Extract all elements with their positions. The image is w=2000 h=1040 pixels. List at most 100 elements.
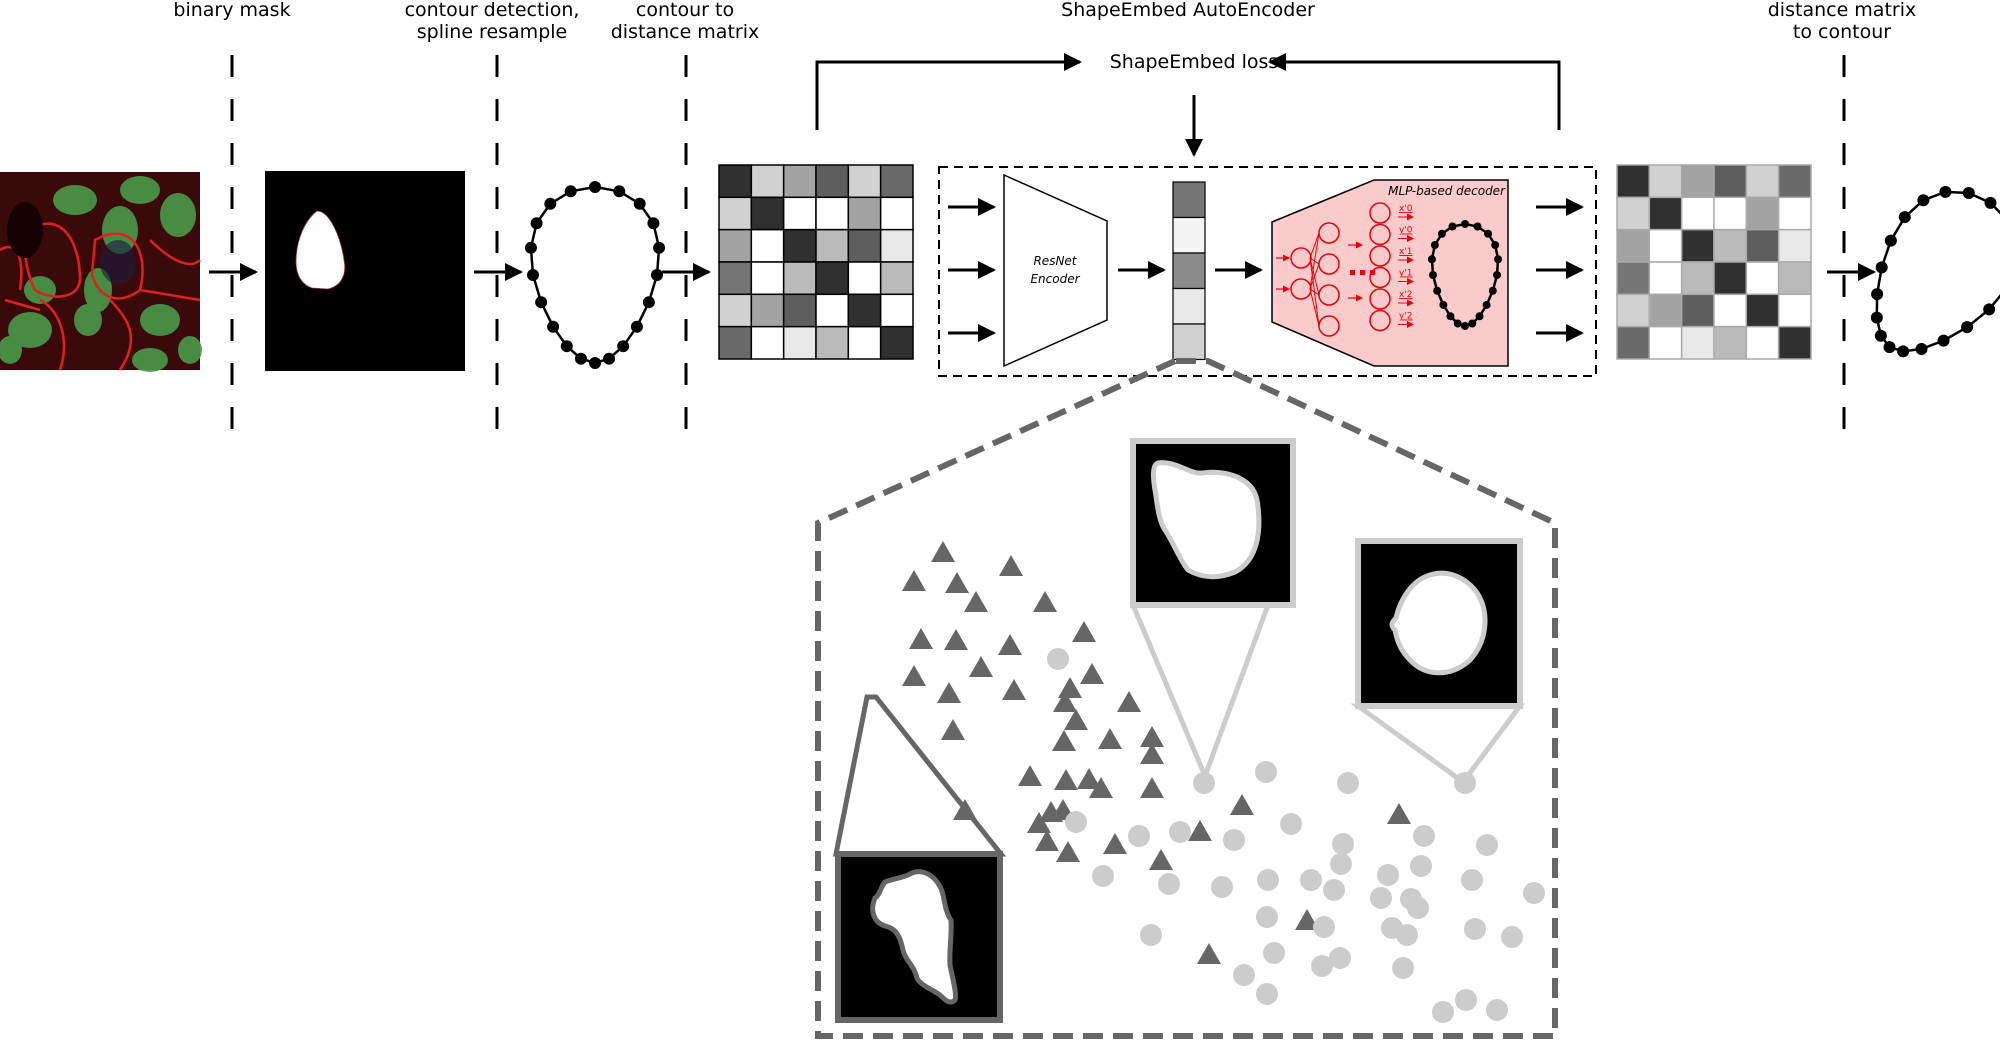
- triangle-marker: [1140, 726, 1164, 747]
- ellipsis-dot: [1350, 270, 1355, 275]
- matrix-cell: [718, 164, 753, 199]
- triangle-marker: [969, 656, 993, 677]
- circle-marker: [1233, 964, 1255, 986]
- neuron: [1290, 247, 1312, 269]
- matrix-cell: [1616, 196, 1651, 231]
- circle-marker: [1407, 897, 1429, 919]
- contour-point: [1427, 255, 1436, 264]
- triangle-marker: [1027, 812, 1051, 833]
- matrix-cell: [1745, 228, 1780, 263]
- matrix-cell: [1680, 228, 1715, 263]
- label-contour-to-matrix-1: contour to: [636, 0, 734, 21]
- mlp-network: x'0y'0x'1y'1x'2y'2: [1276, 202, 1414, 337]
- matrix-cell: [847, 261, 882, 296]
- contour-point: [1437, 229, 1446, 238]
- matrix-cell: [718, 293, 753, 328]
- matrix-cell: [879, 293, 914, 328]
- matrix-cell: [750, 293, 785, 328]
- matrix-cell: [1713, 261, 1748, 296]
- matrix-cell: [1616, 261, 1651, 296]
- matrix-cell: [750, 164, 785, 199]
- matrix-cell: [1616, 325, 1651, 360]
- matrix-cell: [1777, 164, 1812, 199]
- triangle-marker: [945, 572, 969, 593]
- contour-point: [1961, 321, 1974, 334]
- matrix-cell: [718, 196, 753, 231]
- matrix-cell: [1648, 196, 1683, 231]
- circle-marker: [1464, 918, 1486, 940]
- ellipsis-dot: [1360, 270, 1365, 275]
- circle-marker: [1169, 821, 1191, 843]
- matrix-cell: [1616, 164, 1651, 199]
- matrix-cell: [718, 261, 753, 296]
- matrix-cell: [750, 261, 785, 296]
- matrix-cell: [1745, 293, 1780, 328]
- matrix-cell: [1648, 293, 1683, 328]
- output-neuron: [1369, 266, 1391, 289]
- circle-marker: [1455, 989, 1477, 1011]
- contour-point: [1488, 286, 1497, 295]
- triangle-marker: [1117, 691, 1141, 712]
- matrix-cell: [1745, 325, 1780, 360]
- neuron: [1318, 315, 1340, 337]
- matrix-cell: [1713, 164, 1748, 199]
- matrix-cell: [847, 196, 882, 231]
- loss-arrow-right: [1268, 53, 1561, 130]
- triangle-marker: [1140, 777, 1164, 798]
- circle-marker: [1370, 887, 1392, 909]
- matrix-cell: [1777, 228, 1812, 263]
- matrix-cell: [1616, 228, 1651, 263]
- contour-point: [1453, 319, 1462, 328]
- triangle-marker: [1077, 768, 1101, 789]
- circle-marker: [1413, 825, 1435, 847]
- reconstructed-contour: [1870, 185, 2000, 358]
- matrix-cell: [815, 196, 850, 231]
- matrix-cell: [1713, 196, 1748, 231]
- contour-point: [1884, 234, 1897, 247]
- circle-marker: [1332, 833, 1354, 855]
- circle-marker: [1223, 829, 1245, 851]
- output-label: y'0: [1399, 226, 1413, 236]
- triangle-marker: [1149, 849, 1173, 870]
- output-label: y'1: [1399, 269, 1413, 279]
- contour-point: [1482, 300, 1491, 309]
- latent-cell: [1172, 181, 1206, 219]
- contour-point: [1430, 241, 1439, 250]
- matrix-cell: [718, 228, 753, 263]
- contour-point: [574, 352, 587, 365]
- matrix-cell: [1648, 325, 1683, 360]
- contour-point: [535, 296, 548, 309]
- label-autoencoder: ShapeEmbed AutoEncoder: [1061, 0, 1315, 21]
- contour-point: [1461, 220, 1469, 228]
- output-neuron: [1369, 245, 1391, 267]
- matrix-cell: [782, 196, 817, 231]
- contour-point: [524, 241, 537, 254]
- inset-example-top: [1129, 438, 1296, 783]
- matrix-cell: [782, 293, 817, 328]
- circle-marker: [1410, 855, 1432, 877]
- latent-cell: [1172, 216, 1206, 254]
- contour-point: [1917, 194, 1930, 207]
- matrix-cell: [847, 228, 882, 263]
- contour-point: [653, 241, 666, 254]
- matrix-cell: [879, 261, 914, 296]
- circle-marker: [1396, 924, 1418, 946]
- contour-point: [647, 217, 660, 230]
- circle-marker: [1311, 955, 1333, 977]
- output-neuron: [1369, 309, 1391, 332]
- circle-marker: [1280, 813, 1302, 835]
- matrix-cell: [1745, 164, 1780, 199]
- contour-point: [603, 352, 616, 365]
- contour-point: [589, 181, 601, 193]
- matrix-cell: [1777, 325, 1812, 360]
- matrix-cell: [815, 261, 850, 296]
- circle-marker: [1257, 869, 1279, 891]
- contour-point: [1433, 286, 1442, 295]
- inset-example-left: [832, 694, 1007, 1023]
- circle-marker: [1486, 999, 1508, 1021]
- contour-point: [617, 340, 630, 353]
- triangle-marker: [1072, 621, 1096, 642]
- matrix-cell: [750, 228, 785, 263]
- loss-arrow-left: [815, 53, 1082, 130]
